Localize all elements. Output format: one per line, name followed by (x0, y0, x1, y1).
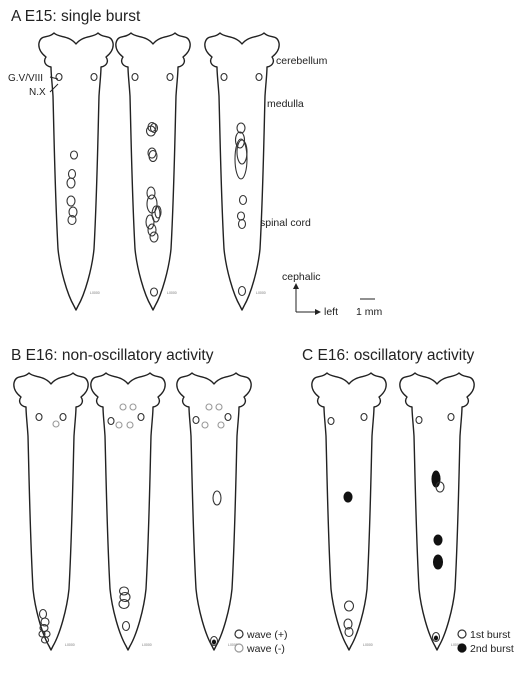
brain-outline-c2: L0000 (400, 373, 474, 650)
label-medulla: medulla (267, 98, 304, 110)
label-cerebellum: cerebellum (276, 55, 328, 67)
panel-b-title: B E16: non-oscillatory activity (11, 347, 214, 364)
brain-outline-b3: L0000 (177, 373, 251, 650)
svg-text:L0000: L0000 (256, 291, 266, 295)
svg-text:L0000: L0000 (90, 291, 100, 295)
panel-a-title: A E15: single burst (11, 8, 141, 25)
label-left: left (324, 306, 338, 318)
legend-b-open-label: wave (+) (246, 629, 288, 641)
label-cephalic: cephalic (282, 271, 321, 283)
svg-text:L0000: L0000 (65, 643, 75, 647)
brain-outline-b1: L0000 (14, 373, 88, 650)
legend-c-open-label: 1st burst (470, 629, 510, 641)
brain-outline-a3: L0000 (205, 33, 279, 310)
svg-text:L0000: L0000 (363, 643, 373, 647)
panel-c-title: C E16: oscillatory activity (302, 347, 475, 364)
brain-outline-c1: L0000 (312, 373, 386, 650)
label-scale: 1 mm (356, 306, 383, 318)
brain-outline-a1: L0000 (39, 33, 113, 310)
label-spinal-cord: spinal cord (260, 217, 311, 229)
label-nx: N.X (29, 87, 46, 98)
label-gv-viii: G.V/VIII (8, 73, 43, 84)
legend-b-grey-label: wave (-) (246, 643, 285, 655)
legend-c-filled-marker (458, 644, 466, 652)
legend-b-grey-marker (235, 644, 243, 652)
panel-a: L0000 L0000 (8, 33, 383, 318)
panel-b: L0000 L0000 L0000 (14, 373, 288, 655)
legend-b-open-marker (235, 630, 243, 638)
svg-text:L0000: L0000 (167, 291, 177, 295)
brain-outline-a2: L0000 (116, 33, 190, 310)
legend-c-open-marker (458, 630, 466, 638)
legend-c-filled-label: 2nd burst (470, 643, 514, 655)
panel-c: L0000 L0000 1st burst 2nd burst (312, 373, 514, 655)
brain-outline-b2: L0000 (91, 373, 165, 650)
svg-text:L0000: L0000 (142, 643, 152, 647)
